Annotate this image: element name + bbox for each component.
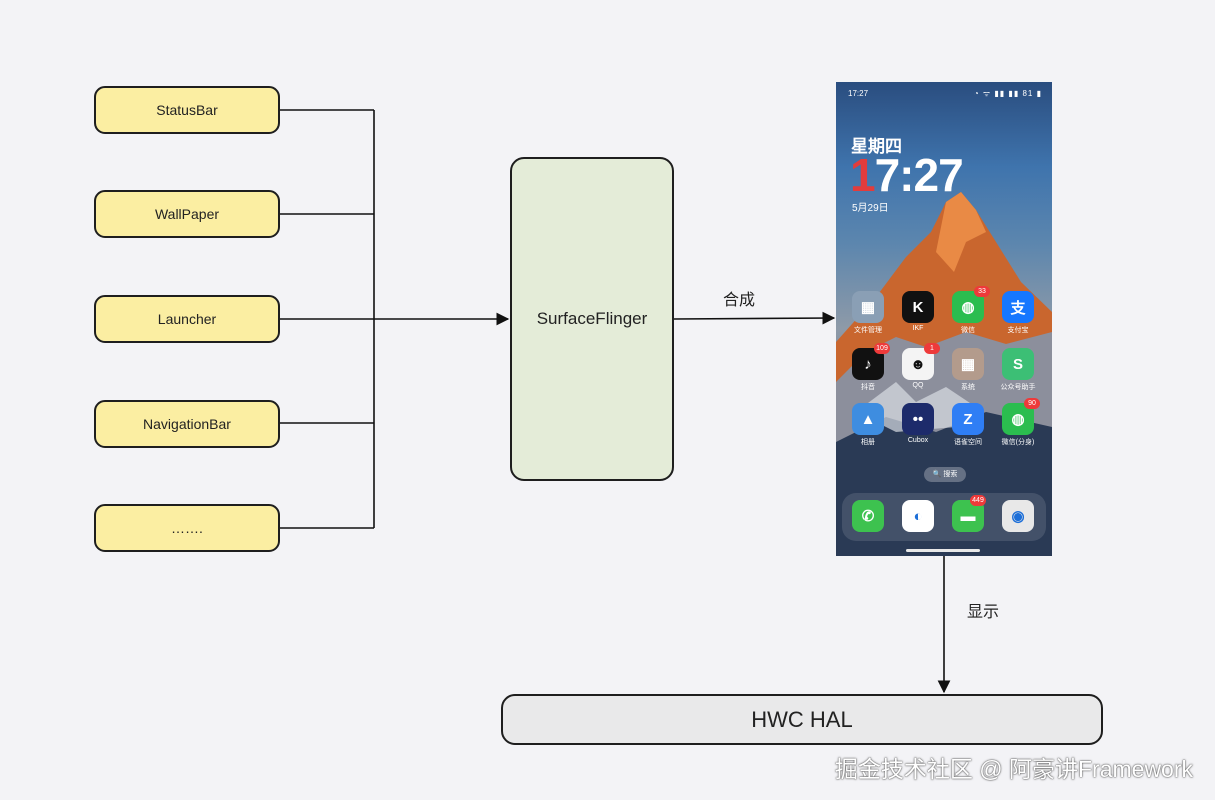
phone-home-indicator[interactable] — [906, 549, 980, 552]
layer-more: ……. — [94, 504, 280, 552]
phone-app-icon[interactable]: ▦ — [952, 348, 984, 380]
phone-clock: 17:27 — [850, 148, 964, 202]
phone-app-badge: 109 — [874, 343, 890, 354]
phone-app-label: IKF — [912, 325, 924, 332]
phone-app-icon[interactable]: ▦ — [852, 291, 884, 323]
display-label: 显示 — [967, 604, 1000, 621]
phone-dock-icon[interactable]: ◐ — [902, 500, 934, 532]
phone-app-label: Cubox — [907, 437, 929, 444]
phone-status-icons: ◔ ᯤ ▮▮ ▮▮ 81 ▮ — [973, 89, 1042, 98]
phone-app-icon[interactable]: 支 — [1002, 291, 1034, 323]
phone-clock-hour-digit: 1 — [850, 149, 876, 201]
phone-app-icon[interactable]: ▲ — [852, 403, 884, 435]
phone-app-badge: 1 — [924, 343, 940, 354]
layer-wallpaper: WallPaper — [94, 190, 280, 238]
phone-weekday: 星期四 — [851, 137, 902, 156]
mountain-wallpaper — [836, 192, 1052, 556]
phone-app-label: 相册 — [861, 439, 875, 446]
layer-navigationbar: NavigationBar — [94, 400, 280, 448]
phone-clock-rest: 7:27 — [874, 149, 964, 201]
compose-label: 合成 — [723, 292, 756, 309]
phone-app-badge: 33 — [974, 286, 990, 297]
phone-app-label: 微信(分身) — [1001, 439, 1035, 446]
phone-date: 5月29日 — [852, 203, 889, 214]
phone-screen: 17:27 ◔ ᯤ ▮▮ ▮▮ 81 ▮ 星期四 17:27 5月29日 🔍 搜… — [836, 82, 1052, 556]
phone-status-time: 17:27 — [848, 89, 869, 98]
phone-dock-badge: 449 — [970, 495, 986, 506]
phone-app-label: 微信 — [961, 327, 975, 334]
phone-search-pill[interactable]: 🔍 搜索 — [924, 467, 966, 482]
watermark: 掘金技术社区 @ 阿豪讲Framework — [834, 756, 1193, 782]
phone-app-icon[interactable]: •• — [902, 403, 934, 435]
phone-app-icon[interactable]: K — [902, 291, 934, 323]
phone-app-label: 公众号助手 — [1000, 384, 1036, 391]
phone-app-badge: 90 — [1024, 398, 1040, 409]
compose-arrow — [673, 311, 836, 325]
surfaceflinger-box: SurfaceFlinger — [510, 157, 674, 481]
phone-app-icon[interactable]: S — [1002, 348, 1034, 380]
phone-dock-icon[interactable]: ✆ — [852, 500, 884, 532]
phone-dock-icon[interactable]: ◉ — [1002, 500, 1034, 532]
phone-app-icon[interactable]: Z — [952, 403, 984, 435]
phone-app-label: 支付宝 — [1007, 327, 1029, 334]
phone-app-label: 语雀空间 — [954, 439, 982, 446]
layer-statusbar: StatusBar — [94, 86, 280, 134]
hwc-hal-box: HWC HAL — [501, 694, 1103, 745]
phone-app-label: 系统 — [961, 384, 975, 391]
phone-app-label: 抖音 — [861, 384, 875, 391]
phone-app-label: QQ — [912, 382, 924, 389]
phone-app-label: 文件管理 — [854, 327, 882, 334]
layer-launcher: Launcher — [94, 295, 280, 343]
